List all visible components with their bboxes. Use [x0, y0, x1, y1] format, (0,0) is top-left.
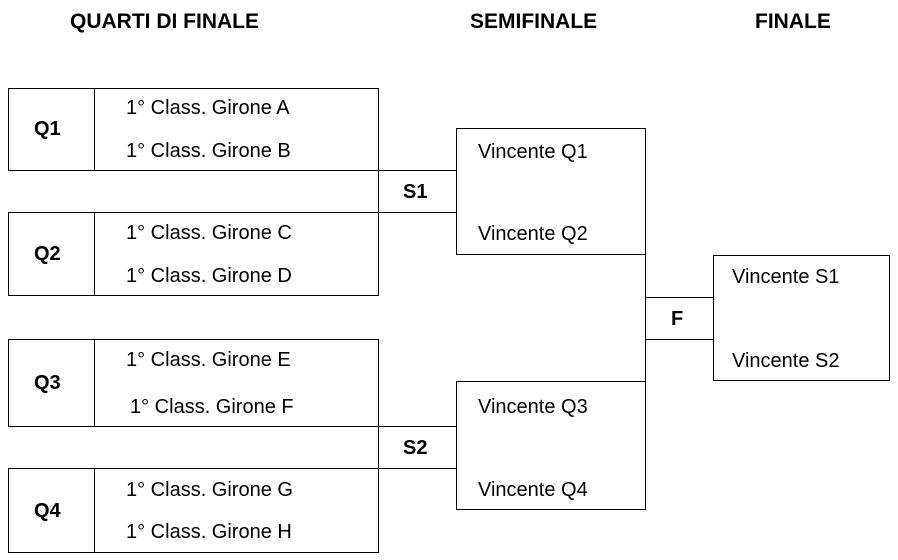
quarterfinal-box-q3	[8, 339, 379, 427]
connector-line	[645, 339, 713, 340]
quarterfinal-id-q3: Q3	[34, 372, 61, 394]
team-label: Vincente S2	[732, 350, 840, 372]
final-id: F	[671, 308, 684, 330]
team-label: Vincente Q4	[478, 479, 588, 501]
connector-line	[645, 255, 646, 381]
header-quarti: QUARTI DI FINALE	[70, 10, 259, 33]
team-label: Vincente S1	[732, 266, 840, 288]
connector-line	[378, 468, 456, 469]
quarterfinal-box-q1	[8, 88, 379, 171]
team-label: Vincente Q2	[478, 223, 588, 245]
team-label: 1° Class. Girone H	[126, 521, 292, 543]
semifinal-id-s2: S2	[403, 437, 428, 459]
team-label: 1° Class. Girone A	[126, 97, 290, 119]
final-box	[713, 255, 890, 381]
team-label: 1° Class. Girone G	[126, 479, 293, 501]
quarterfinal-id-q2: Q2	[34, 243, 61, 265]
team-label: 1° Class. Girone E	[126, 349, 291, 371]
connector-line	[378, 170, 379, 213]
connector-line	[378, 170, 456, 171]
team-label: Vincente Q3	[478, 396, 588, 418]
semifinal-box-s2	[456, 381, 646, 510]
connector-line	[645, 297, 713, 298]
quarterfinal-box-q4	[8, 468, 379, 553]
quarterfinal-id-q1: Q1	[34, 118, 61, 140]
semifinal-id-s1: S1	[403, 181, 428, 203]
divider	[94, 88, 95, 171]
quarterfinal-box-q2	[8, 212, 379, 296]
team-label: 1° Class. Girone F	[130, 396, 294, 418]
header-semifinale: SEMIFINALE	[470, 10, 598, 33]
semifinal-box-s1	[456, 128, 646, 255]
team-label: 1° Class. Girone C	[126, 222, 292, 244]
header-finale: FINALE	[755, 10, 831, 33]
connector-line	[378, 212, 456, 213]
divider	[94, 468, 95, 553]
team-label: 1° Class. Girone D	[126, 265, 292, 287]
divider	[94, 339, 95, 427]
connector-line	[378, 426, 456, 427]
team-label: Vincente Q1	[478, 141, 588, 163]
divider	[94, 212, 95, 296]
quarterfinal-id-q4: Q4	[34, 500, 61, 522]
connector-line	[378, 426, 379, 469]
team-label: 1° Class. Girone B	[126, 140, 291, 162]
